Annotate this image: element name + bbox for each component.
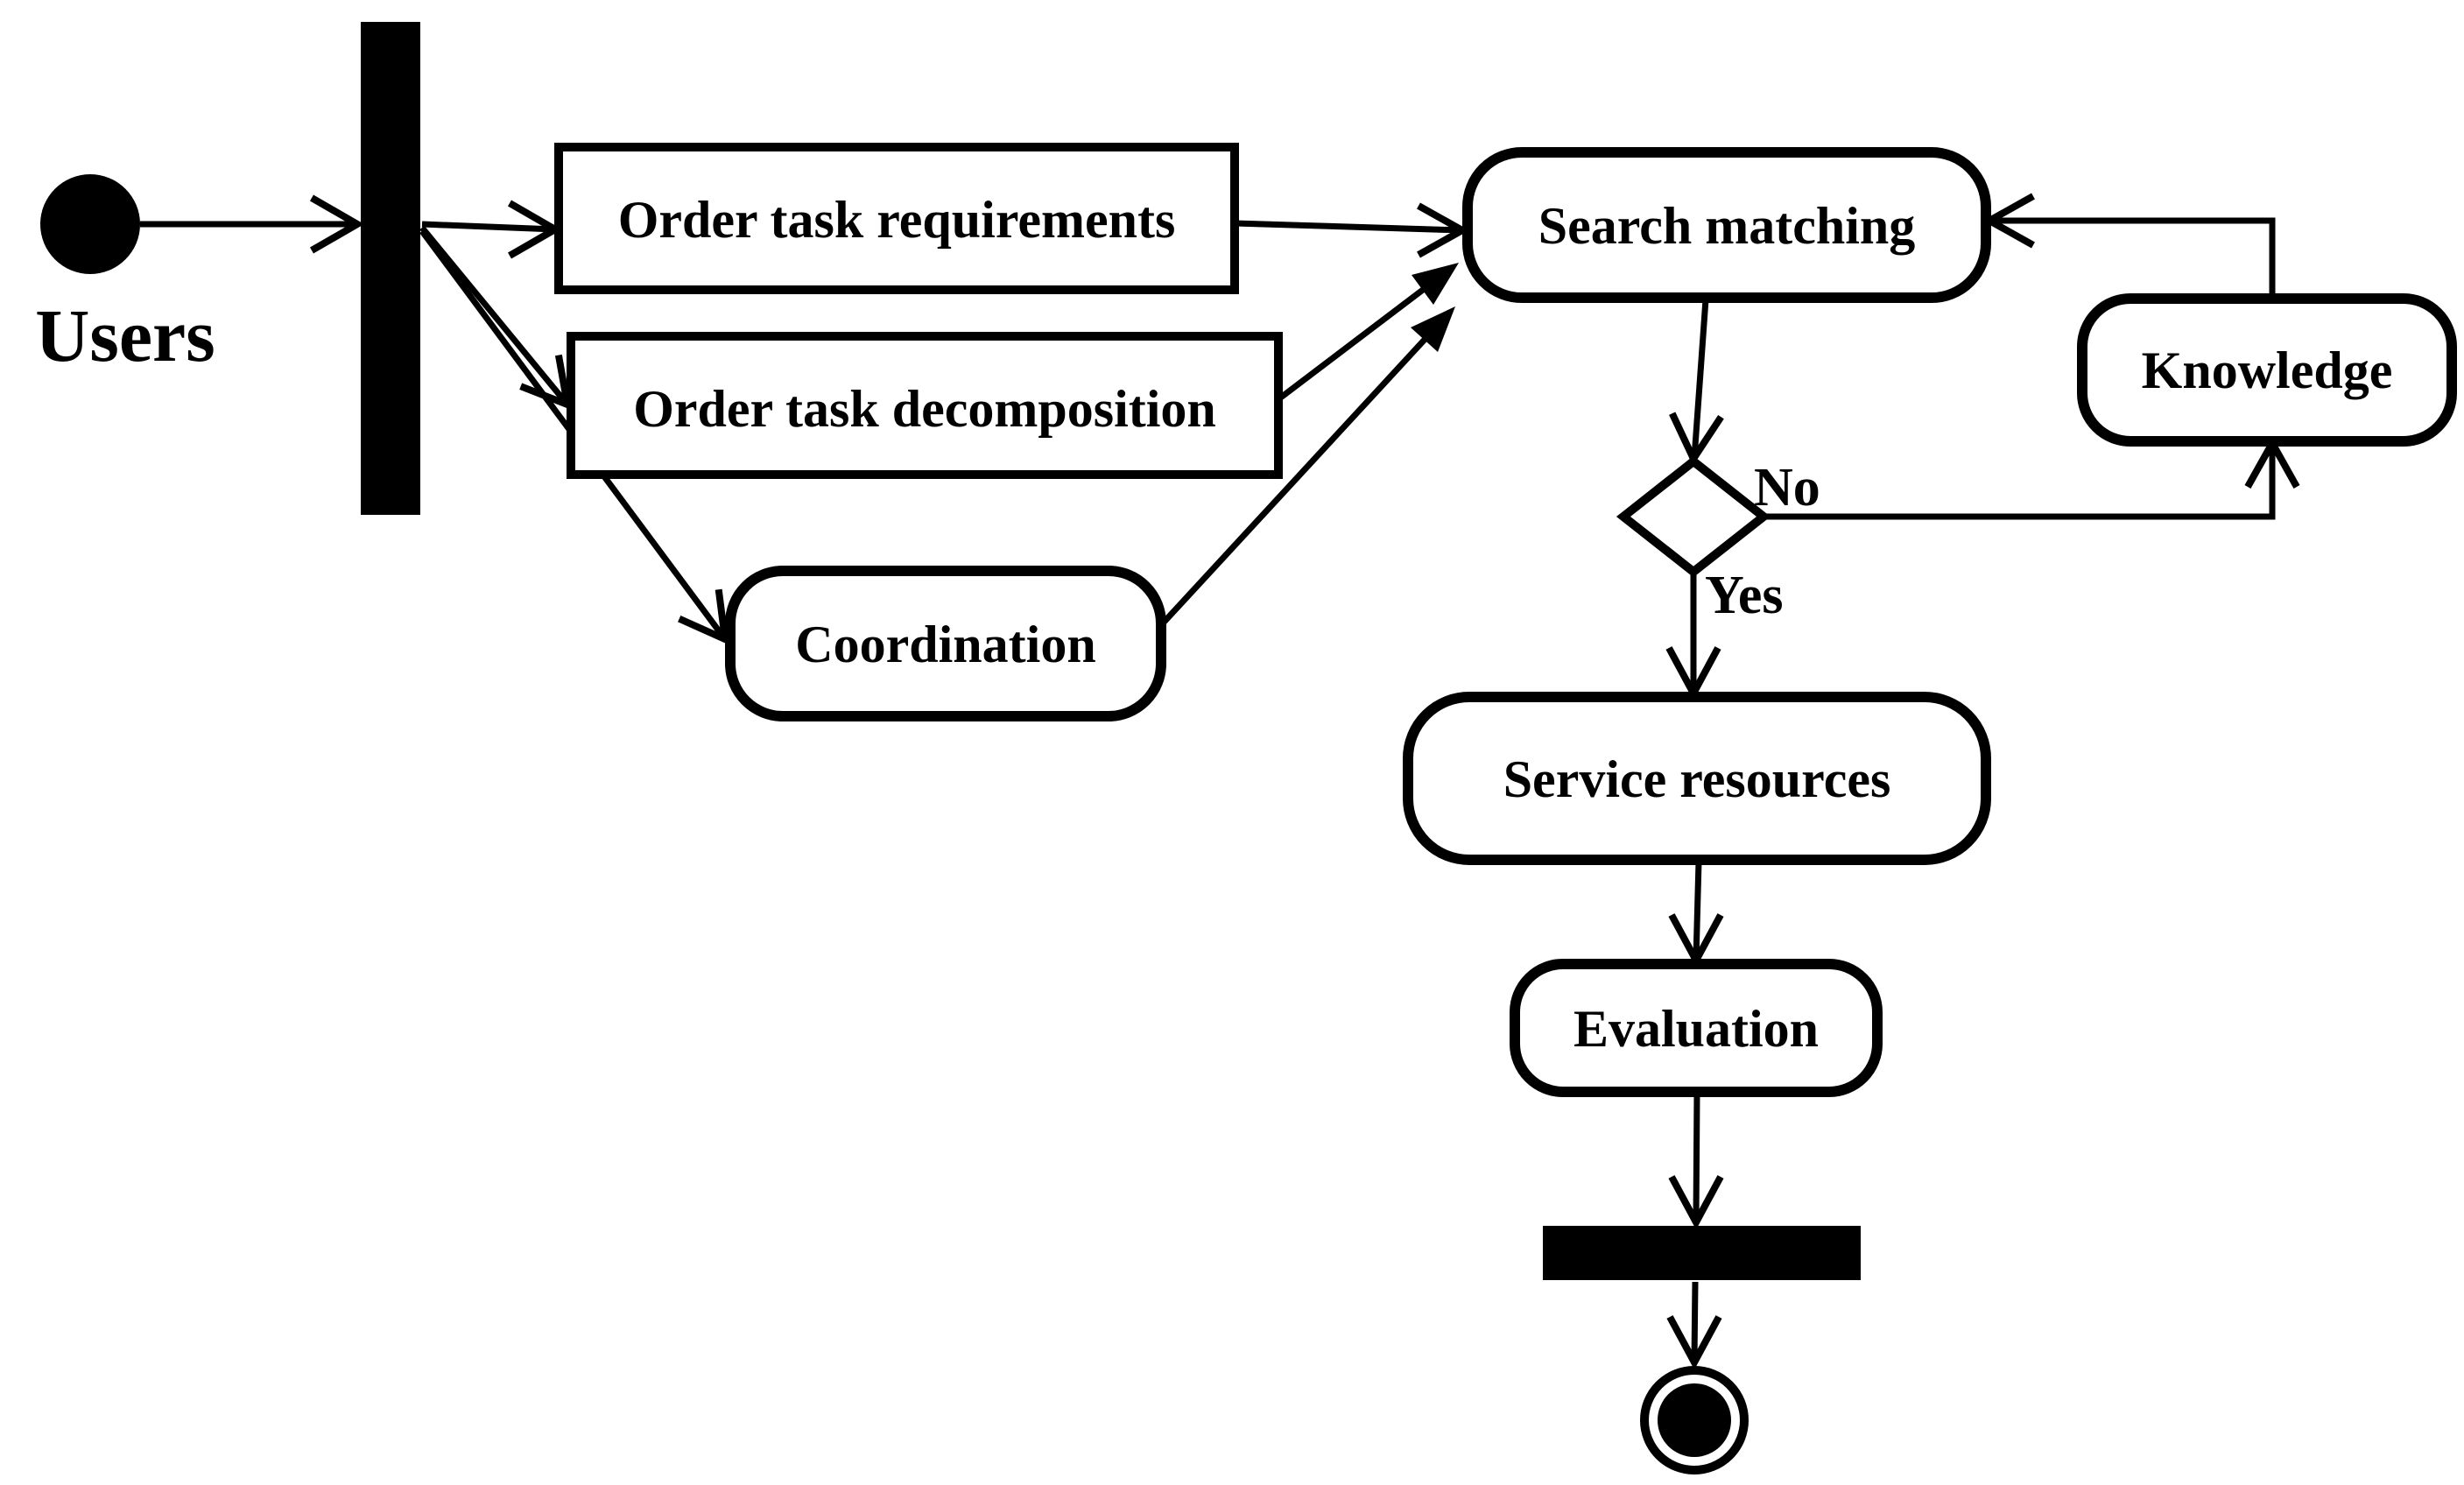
coordination-label: Coordination <box>795 616 1095 673</box>
users-label: Users <box>35 293 215 377</box>
node-service-resources: Service resources <box>1403 692 1991 865</box>
edge-line <box>1158 317 1446 628</box>
node-order-task-requirements: Order task requirements <box>554 143 1239 294</box>
edge-line <box>1691 299 1709 459</box>
action-box <box>1462 147 1991 303</box>
node-knowledge: Knowledge <box>2077 293 2457 447</box>
order-task-requirements-label: Order task requirements <box>618 191 1176 249</box>
start-node: Users <box>35 174 215 377</box>
final-node-ring <box>1640 1366 1749 1474</box>
edge-line <box>1693 861 1702 960</box>
final-node-dot <box>1658 1383 1731 1457</box>
node-coordination: Coordination <box>725 566 1166 721</box>
edge-line <box>1764 445 2276 520</box>
edge-decomposition-search <box>1276 263 1459 402</box>
evaluation-label: Evaluation <box>1573 1000 1819 1058</box>
fork-bar <box>361 22 420 515</box>
action-box <box>725 566 1166 721</box>
action-box <box>2077 293 2457 447</box>
join-bar <box>1543 1226 1861 1280</box>
edge-search-decision <box>1669 299 1724 467</box>
initial-node-circle <box>40 174 140 274</box>
action-box <box>567 332 1283 479</box>
edge-decision-knowledge <box>1764 435 2300 520</box>
yes-branch-label: Yes <box>1705 566 1784 625</box>
search-matching-label: Search matching <box>1538 197 1916 255</box>
edge-evaluation-join <box>1668 1093 1724 1230</box>
edge-line <box>1691 1281 1699 1362</box>
decision-diamond: No Yes <box>1616 455 1820 625</box>
open-arrowhead-icon <box>1668 1175 1724 1230</box>
action-box <box>554 143 1239 294</box>
edge-service-evaluation <box>1668 861 1724 968</box>
decision-shape <box>1616 455 1771 578</box>
action-box <box>1510 959 1883 1097</box>
edge-requirements-search <box>1234 202 1470 258</box>
node-evaluation: Evaluation <box>1510 959 1883 1097</box>
filled-arrowhead-icon <box>1412 263 1459 305</box>
node-search-matching: Search matching <box>1462 147 1991 303</box>
open-arrowhead-icon <box>1982 193 2035 249</box>
service-resources-label: Service resources <box>1503 750 1891 808</box>
edge-coordination-search <box>1158 306 1455 628</box>
edge-line <box>1276 271 1447 402</box>
edge-users-fork <box>140 194 365 254</box>
filled-arrowhead-icon <box>1411 306 1455 352</box>
edge-line <box>1991 217 2276 296</box>
order-task-decomposition-label: Order task decomposition <box>633 380 1216 438</box>
no-branch-label: No <box>1754 458 1820 517</box>
edge-knowledge-search <box>1982 193 2276 296</box>
edge-join-final <box>1666 1281 1722 1370</box>
open-arrowhead-icon <box>1666 1315 1722 1370</box>
final-node <box>1640 1366 1749 1474</box>
edge-line <box>1693 1093 1700 1221</box>
knowledge-label: Knowledge <box>2142 341 2393 399</box>
open-arrowhead-icon <box>310 194 365 254</box>
action-box <box>1403 692 1991 865</box>
edge-line <box>419 225 570 407</box>
node-order-task-decomposition: Order task decomposition <box>567 332 1283 479</box>
edge-fork-decomposition <box>419 225 573 411</box>
edge-line <box>1234 220 1463 234</box>
edge-line <box>421 221 556 233</box>
